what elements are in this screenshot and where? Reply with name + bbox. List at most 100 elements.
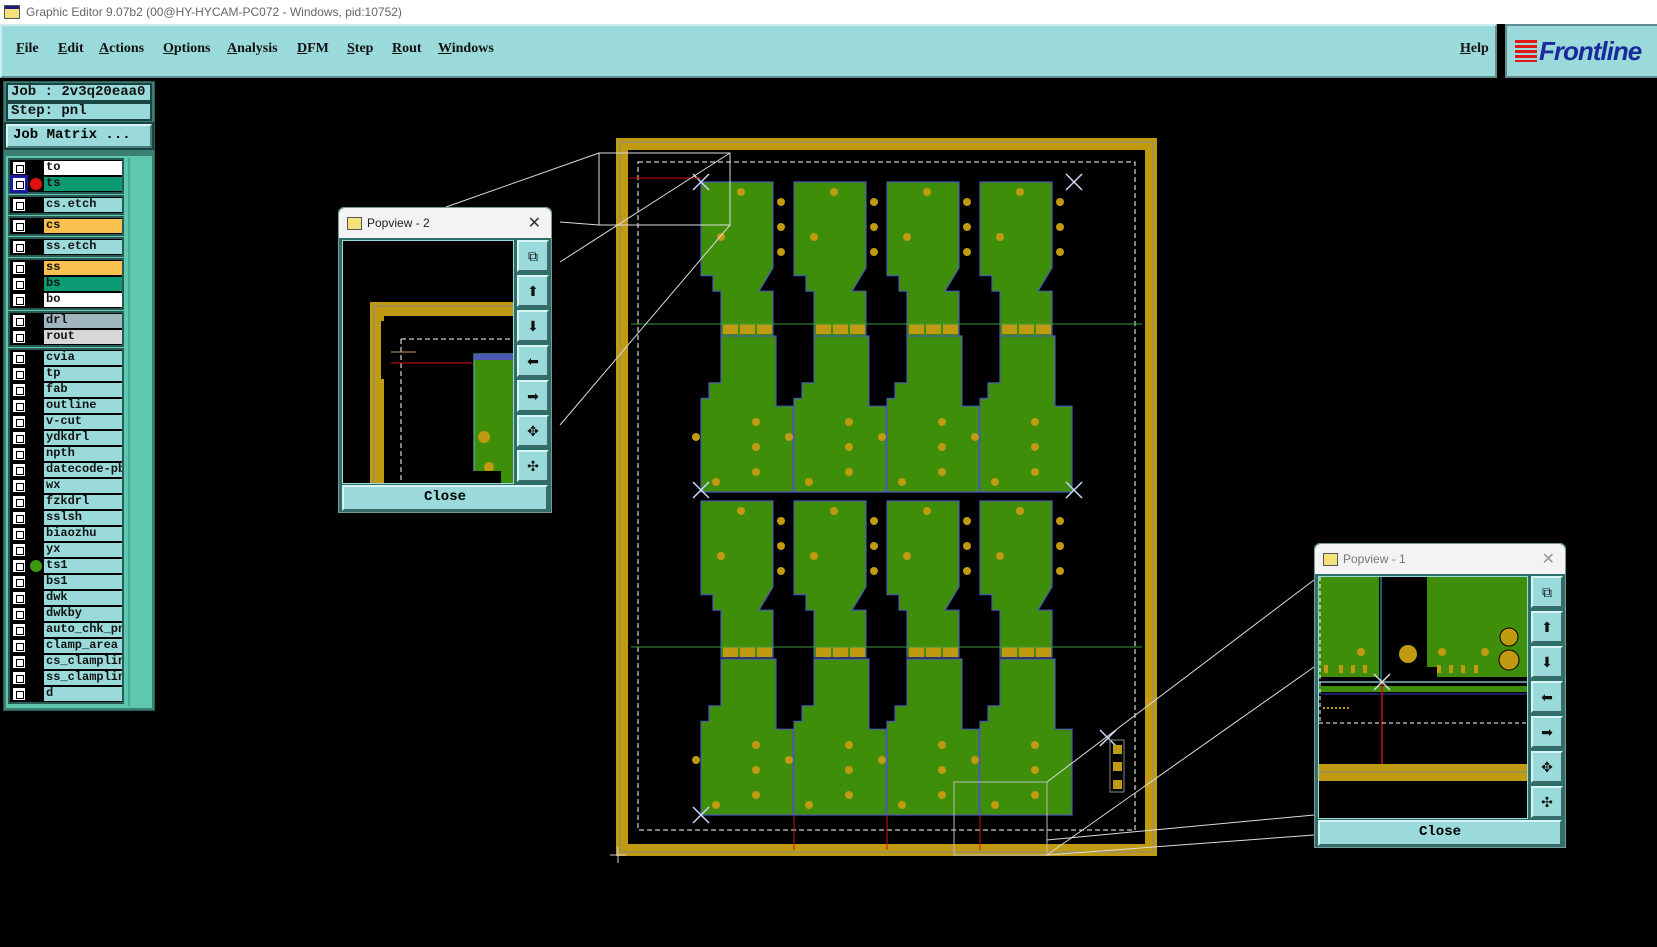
popview-2-close-button[interactable]: Close [342,485,548,511]
layer-row-dwk[interactable]: dwk [10,590,122,606]
layer-name[interactable]: cs_clampline [44,655,122,669]
close-icon[interactable]: ✕ [1541,551,1555,568]
layer-name[interactable]: wx [44,479,122,493]
layer-checkbox[interactable] [12,591,26,605]
zoom-in-icon[interactable]: ✥ [517,415,549,447]
menu-rout[interactable]: Rout [392,41,422,56]
zoom-in-icon[interactable]: ✥ [1531,751,1563,783]
layer-row-outline[interactable]: outline [10,398,122,414]
layer-checkbox[interactable] [12,219,26,233]
layer-checkbox[interactable] [12,639,26,653]
layer-checkbox[interactable] [12,447,26,461]
layer-name[interactable]: fab [44,383,122,397]
layer-row-auto_chk_pnl[interactable]: auto_chk_pnl [10,622,122,638]
layer-row-biaozhu[interactable]: biaozhu [10,526,122,542]
job-matrix-button[interactable]: Job Matrix ... [4,122,154,150]
layer-row-cvia[interactable]: cvia [10,350,122,366]
layer-checkbox[interactable] [12,575,26,589]
layer-row-cs_clampline[interactable]: cs_clampline [10,654,122,670]
layer-name[interactable]: cvia [44,351,122,365]
pan-down-icon[interactable]: ⬇ [517,310,549,342]
layer-name[interactable]: clamp_area [44,639,122,653]
layer-name[interactable]: ss.etch [44,240,122,254]
layer-row-sslsh[interactable]: sslsh [10,510,122,526]
layer-row-dwkby[interactable]: dwkby [10,606,122,622]
layer-row-d[interactable]: d [10,686,122,702]
layer-checkbox[interactable] [12,527,26,541]
layer-checkbox[interactable] [12,495,26,509]
layer-checkbox[interactable] [12,240,26,254]
layer-name[interactable]: datecode-pbc [44,463,122,477]
layer-name[interactable]: fzkdrl [44,495,122,509]
layer-checkbox[interactable] [12,479,26,493]
layer-name[interactable]: sslsh [44,511,122,525]
layer-name[interactable]: ss [44,261,122,275]
layer-name[interactable]: cs.etch [44,198,122,212]
layer-name[interactable]: ss_clampline [44,671,122,685]
layer-checkbox[interactable] [12,687,26,701]
layer-row-rout[interactable]: rout [10,329,122,345]
pan-right-icon[interactable]: ➡ [517,380,549,412]
pan-left-icon[interactable]: ⬅ [517,345,549,377]
layer-checkbox[interactable] [12,314,26,328]
layer-name[interactable]: bo [44,293,122,307]
layer-row-datecode-pbc[interactable]: datecode-pbc [10,462,122,478]
pan-up-icon[interactable]: ⬆ [1531,611,1563,643]
layer-row-cs[interactable]: cs [10,218,122,234]
layer-row-fzkdrl[interactable]: fzkdrl [10,494,122,510]
menu-file[interactable]: File [16,41,39,56]
layer-checkbox[interactable] [12,431,26,445]
layer-row-ts1[interactable]: ts1 [10,558,122,574]
menu-options[interactable]: Options [163,41,211,56]
layer-checkbox[interactable] [12,415,26,429]
layer-name[interactable]: to [44,161,122,175]
layer-row-cs.etch[interactable]: cs.etch [10,197,122,213]
layer-checkbox[interactable] [12,671,26,685]
layer-name[interactable]: outline [44,399,122,413]
layer-name[interactable]: cs [44,219,122,233]
layer-row-fab[interactable]: fab [10,382,122,398]
layer-name[interactable]: rout [44,330,122,344]
menu-analysis[interactable]: Analysis [227,41,278,56]
layer-name[interactable]: ydkdrl [44,431,122,445]
layer-checkbox[interactable] [12,161,26,175]
zoom-window-icon[interactable]: ⧉ [517,240,549,272]
pan-right-icon[interactable]: ➡ [1531,716,1563,748]
popview-2-titlebar[interactable]: Popview - 2 ✕ [339,208,551,238]
menu-dfm[interactable]: DFM [297,41,329,56]
layer-checkbox[interactable] [12,351,26,365]
layer-row-drl[interactable]: drl [10,313,122,329]
layer-row-bs[interactable]: bs [10,276,122,292]
layer-row-wx[interactable]: wx [10,478,122,494]
layer-name[interactable]: drl [44,314,122,328]
menu-actions[interactable]: Actions [99,41,145,56]
zoom-window-icon[interactable]: ⧉ [1531,576,1563,608]
layer-row-npth[interactable]: npth [10,446,122,462]
layer-name[interactable]: ts1 [44,559,122,573]
layer-row-bo[interactable]: bo [10,292,122,308]
layer-row-ydkdrl[interactable]: ydkdrl [10,430,122,446]
layer-row-ss_clampline[interactable]: ss_clampline [10,670,122,686]
layer-checkbox[interactable] [12,330,26,344]
layer-name[interactable]: yx [44,543,122,557]
layer-list-scrollbar[interactable] [128,158,150,706]
layer-row-v-cut[interactable]: v-cut [10,414,122,430]
layer-checkbox[interactable] [12,655,26,669]
pan-left-icon[interactable]: ⬅ [1531,681,1563,713]
layer-row-ss[interactable]: ss [10,260,122,276]
layer-name[interactable]: bs1 [44,575,122,589]
layer-name[interactable]: v-cut [44,415,122,429]
layer-checkbox[interactable] [12,623,26,637]
layer-checkbox[interactable] [12,277,26,291]
layer-row-tp[interactable]: tp [10,366,122,382]
menu-edit[interactable]: Edit [58,41,84,56]
popview-1-close-button[interactable]: Close [1318,820,1562,846]
pan-up-icon[interactable]: ⬆ [517,275,549,307]
layer-row-to[interactable]: to [10,160,122,176]
menu-windows[interactable]: Windows [438,41,494,56]
layer-name[interactable]: dwk [44,591,122,605]
zoom-out-icon[interactable]: ✣ [517,450,549,482]
layer-checkbox[interactable] [12,399,26,413]
layer-checkbox[interactable] [12,367,26,381]
popview-2-view[interactable] [342,240,514,484]
